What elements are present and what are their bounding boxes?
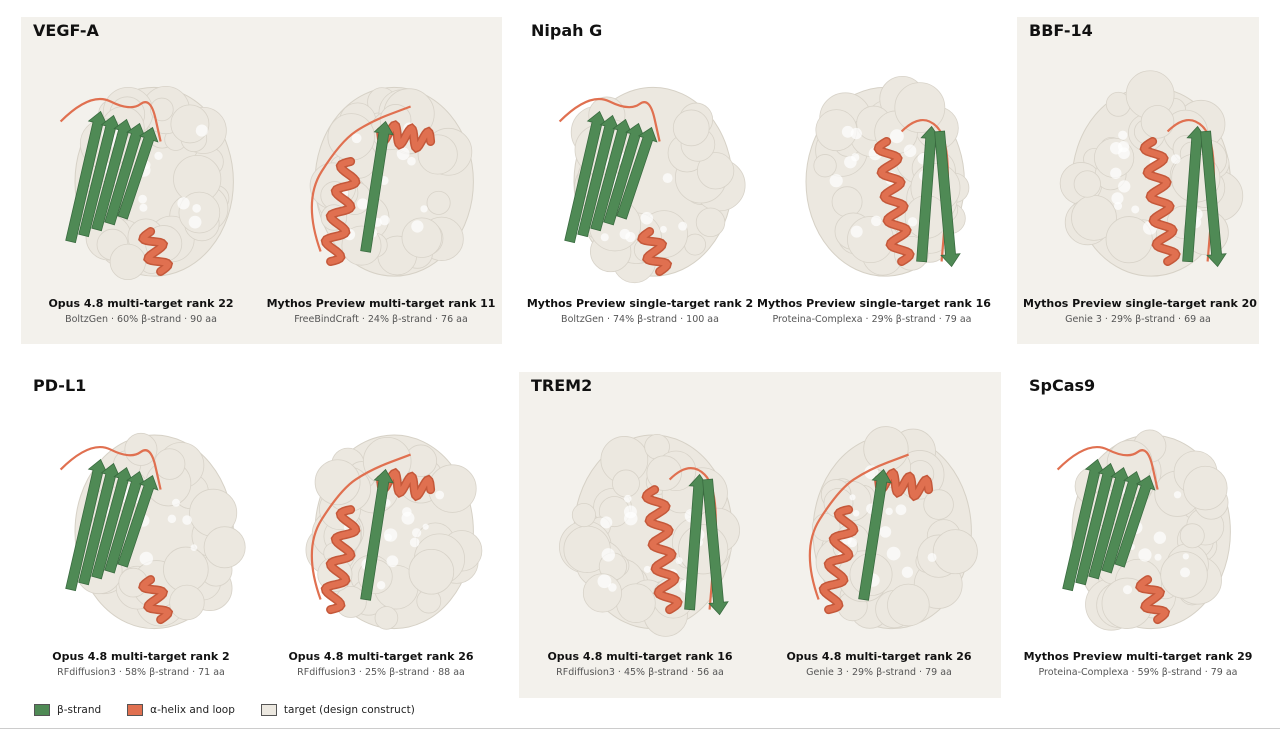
design-subtitle: RFdiffusion3 · 45% β-strand · 56 aa: [556, 667, 724, 678]
design-title: Mythos Preview single-target rank 2: [526, 297, 754, 310]
panel-pd-l1: PD-L1 Opus 4.8 multi-target rank 2 RFdif…: [21, 372, 502, 698]
design-card: Opus 4.8 multi-target rank 22 BoltzGen ·…: [26, 59, 256, 325]
legend-item-helix: α-helix and loop: [127, 704, 235, 716]
design-title: Mythos Preview multi-target rank 11: [266, 297, 496, 310]
panel-trem2: TREM2 Opus 4.8 multi-target rank 16 RFdi…: [519, 372, 1001, 698]
panel-title: SpCas9: [1029, 376, 1096, 395]
design-title: Opus 4.8 multi-target rank 22: [48, 297, 234, 310]
design-title: Opus 4.8 multi-target rank 16: [547, 650, 733, 663]
legend-swatch: [34, 704, 50, 716]
legend-swatch: [127, 704, 144, 716]
design-card: Mythos Preview single-target rank 2 Bolt…: [525, 59, 755, 325]
design-card: Opus 4.8 multi-target rank 26 Genie 3 · …: [764, 406, 994, 678]
design-subtitle: Genie 3 · 29% β-strand · 69 aa: [1065, 314, 1211, 325]
legend-label: α-helix and loop: [150, 704, 235, 716]
design-title: Opus 4.8 multi-target rank 2: [52, 650, 230, 663]
design-subtitle: BoltzGen · 74% β-strand · 100 aa: [561, 314, 719, 325]
bottom-divider: [0, 728, 1280, 729]
design-subtitle: FreeBindCraft · 24% β-strand · 76 aa: [294, 314, 468, 325]
design-subtitle: RFdiffusion3 · 25% β-strand · 88 aa: [297, 667, 465, 678]
design-title: Opus 4.8 multi-target rank 26: [288, 650, 474, 663]
panel-title: VEGF-A: [33, 21, 99, 40]
structure-render: [1059, 70, 1244, 277]
panel-title: TREM2: [531, 376, 593, 395]
legend-item-target: target (design construct): [260, 704, 415, 716]
legend-item-strand: β-strand: [34, 704, 101, 716]
panel-title: BBF-14: [1029, 21, 1093, 40]
legend-label: target (design construct): [283, 704, 415, 716]
structure-render: [558, 86, 746, 284]
legend-label: β-strand: [57, 704, 102, 716]
design-title: Opus 4.8 multi-target rank 26: [786, 650, 972, 663]
panel-spcas9: SpCas9 Mythos Preview multi-target rank …: [1017, 372, 1259, 698]
structure-render: [808, 426, 978, 630]
panel-nipah-g: Nipah G Mythos Preview single-target ran…: [519, 17, 1005, 344]
design-card: Opus 4.8 multi-target rank 16 RFdiffusio…: [525, 406, 755, 678]
structure-render: [59, 432, 246, 630]
design-card: Mythos Preview multi-target rank 11 Free…: [266, 59, 496, 325]
design-card: Mythos Preview single-target rank 16 Pro…: [757, 59, 991, 325]
design-card: Mythos Preview single-target rank 20 Gen…: [1023, 59, 1257, 325]
design-title: Mythos Preview single-target rank 16: [757, 297, 991, 310]
legend: β-strand α-helix and loop target (design…: [34, 704, 441, 716]
design-title: Mythos Preview multi-target rank 29: [1023, 650, 1253, 663]
design-subtitle: BoltzGen · 60% β-strand · 90 aa: [65, 314, 217, 325]
structure-render: [305, 434, 483, 630]
design-subtitle: Genie 3 · 29% β-strand · 79 aa: [806, 667, 952, 678]
design-title: Mythos Preview single-target rank 20: [1023, 297, 1257, 310]
legend-swatch: [260, 704, 277, 716]
design-card: Mythos Preview multi-target rank 29 Prot…: [1023, 406, 1253, 678]
design-card: Opus 4.8 multi-target rank 26 RFdiffusio…: [266, 406, 496, 678]
structure-render: [59, 85, 234, 281]
design-subtitle: Proteina-Complexa · 29% β-strand · 79 aa: [772, 314, 972, 325]
structure-render: [805, 75, 970, 277]
design-subtitle: Proteina-Complexa · 59% β-strand · 79 aa: [1038, 667, 1238, 678]
structure-render: [559, 433, 740, 637]
design-card: Opus 4.8 multi-target rank 2 RFdiffusion…: [26, 406, 256, 678]
panel-title: Nipah G: [531, 21, 603, 40]
panel-title: PD-L1: [33, 376, 87, 395]
panel-vegf-a: VEGF-A Opus 4.8 multi-target rank 22 Bol…: [21, 17, 502, 344]
panel-bbf-14: BBF-14 Mythos Preview single-target rank…: [1017, 17, 1259, 344]
structure-render: [309, 86, 474, 277]
structure-render: [1056, 429, 1231, 631]
design-subtitle: RFdiffusion3 · 58% β-strand · 71 aa: [57, 667, 225, 678]
